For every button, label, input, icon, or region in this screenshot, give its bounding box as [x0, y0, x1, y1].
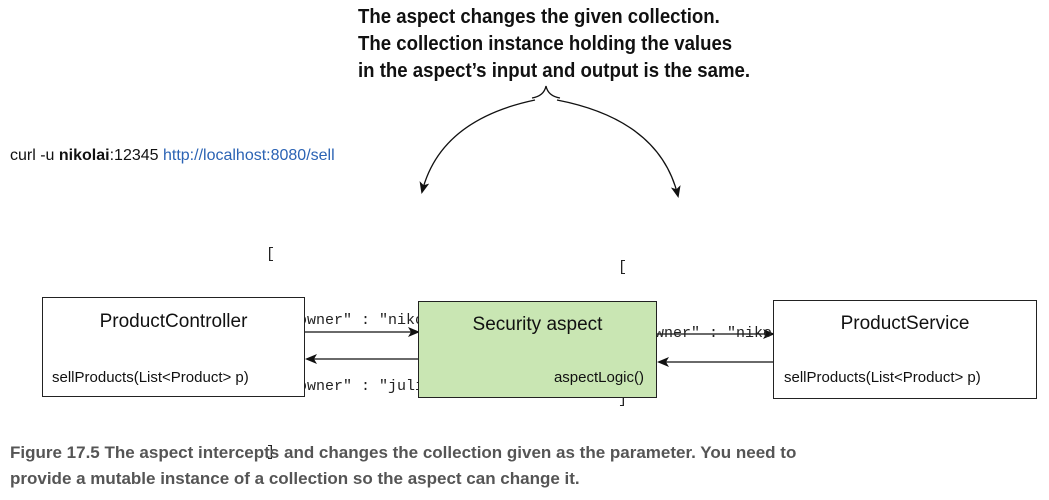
security-aspect-title: Security aspect [472, 314, 603, 335]
product-service-title: ProductService [840, 313, 970, 334]
arrow-to-input [419, 99, 536, 194]
security-aspect-method: aspectLogic() [553, 369, 644, 386]
input-json-close: ] [266, 444, 276, 461]
product-controller-title: ProductController [99, 311, 248, 332]
output-json-close: ] [618, 391, 628, 408]
security-aspect-box: Security aspect aspectLogic() [418, 301, 657, 398]
caption-line-2: provide a mutable instance of a collecti… [10, 469, 580, 488]
callout-line-3: in the aspect’s input and output is the … [358, 60, 751, 82]
callout-brace [531, 85, 561, 99]
figure-caption: Figure 17.5 The aspect intercepts and ch… [10, 440, 796, 492]
output-json-open: [ [618, 259, 628, 276]
curl-suffix: :12345 [109, 147, 163, 164]
callout-line-2: The collection instance holding the valu… [358, 33, 733, 55]
caption-line-1: Figure 17.5 The aspect intercepts and ch… [10, 443, 797, 462]
product-controller-box: ProductController sellProducts(List<Prod… [42, 297, 305, 397]
product-service-method: sellProducts(List<Product> p) [784, 369, 981, 386]
curl-command: curl -u nikolai:12345 http://localhost:8… [10, 147, 335, 165]
callout-text: The aspect changes the given collection.… [358, 4, 750, 85]
curl-prefix: curl -u [10, 147, 59, 164]
curl-url: http://localhost:8080/sell [162, 147, 335, 164]
product-controller-method: sellProducts(List<Product> p) [52, 369, 249, 386]
callout-line-1: The aspect changes the given collection. [358, 6, 720, 28]
product-service-box: ProductService sellProducts(List<Product… [773, 300, 1037, 399]
curl-user: nikolai [58, 147, 110, 164]
input-json-open: [ [266, 246, 276, 263]
arrow-to-output [556, 99, 681, 198]
